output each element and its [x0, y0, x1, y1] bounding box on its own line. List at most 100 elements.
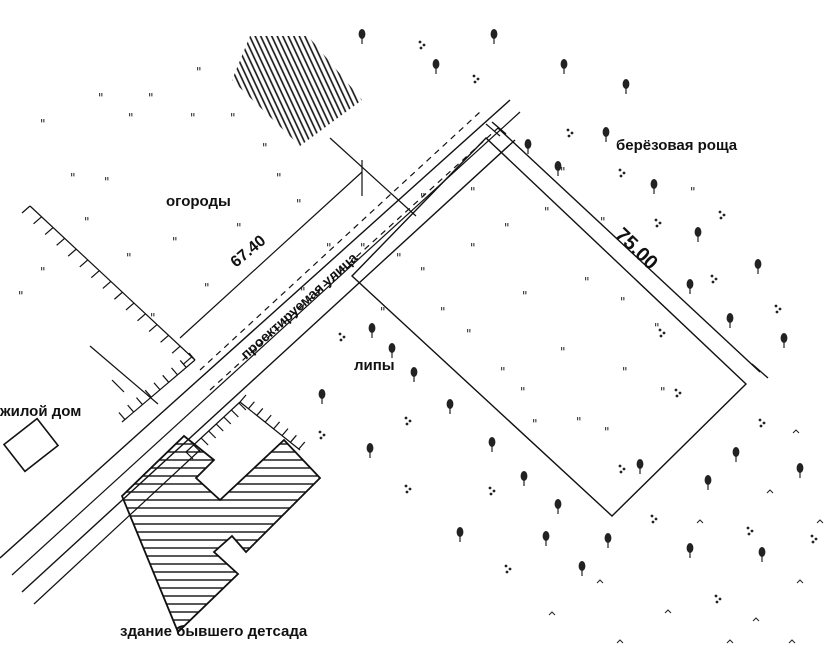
tree-icon: [796, 463, 804, 478]
grass-marks: """"""""""""""""""""""""""""""""""""""""…: [18, 65, 696, 439]
grass-mark: ": [584, 275, 590, 289]
grass-mark: ": [230, 111, 236, 125]
tree-icon: [490, 29, 498, 44]
grass-mark: ": [98, 91, 104, 105]
grass-mark: ": [522, 289, 528, 303]
fence-tick: [114, 291, 123, 300]
grass-mark: ": [600, 215, 606, 229]
tree-icon: [650, 179, 658, 194]
grass-mark: ": [190, 111, 196, 125]
meadow-mark: [752, 617, 760, 622]
tree-icon: [520, 471, 528, 486]
shrub-dot: [566, 128, 574, 138]
shrub-dot: [618, 464, 626, 474]
tree-icon: [488, 437, 496, 452]
fence-tick: [102, 281, 112, 289]
label-gardens: огороды: [166, 193, 231, 210]
grass-mark: ": [560, 345, 566, 359]
grass-mark: ": [500, 365, 506, 379]
grass-mark: ": [440, 305, 446, 319]
tree-icon: [604, 533, 612, 548]
shrub-dot: [404, 484, 412, 494]
fence-tick: [188, 352, 196, 361]
tree-icon: [622, 79, 630, 94]
tree-icon: [432, 59, 440, 74]
grass-mark: ": [654, 321, 660, 335]
shrub-dot: [710, 274, 718, 284]
fence-tick: [171, 345, 181, 354]
shrub-dot: [338, 332, 346, 342]
label-kindergarten: здание бывшего детсада: [120, 623, 308, 640]
plot-parcel: [350, 121, 769, 517]
meadow-marks: [548, 429, 824, 644]
grass-mark: ": [262, 141, 268, 155]
tree-icon: [368, 323, 376, 338]
shrub-dot: [758, 418, 766, 428]
grass-mark: ": [126, 251, 132, 265]
tree-icon: [388, 343, 396, 358]
grass-mark: ": [40, 117, 46, 131]
tree-icon: [542, 531, 550, 546]
grass-mark: ": [360, 241, 366, 255]
shrub-dot: [488, 486, 496, 496]
tree-icon: [726, 313, 734, 328]
meadow-mark: [616, 639, 624, 644]
meadow-mark: [792, 429, 800, 434]
grass-mark: ": [172, 235, 178, 249]
tree-icon: [602, 127, 610, 142]
shrub-dot: [674, 388, 682, 398]
tree-icon: [758, 547, 766, 562]
tree-icon: [578, 561, 586, 576]
shrub-dot: [318, 430, 326, 440]
tree-symbols: [318, 29, 804, 576]
grass-mark: ": [70, 171, 76, 185]
dimension-side-b: 75.00: [611, 224, 662, 275]
tree-icon: [560, 59, 568, 74]
fence-tick: [135, 397, 143, 406]
tree-icon: [704, 475, 712, 490]
fence-tick: [148, 324, 158, 333]
fence-tick: [223, 416, 232, 425]
shrub-dot: [654, 218, 662, 228]
tree-icon: [686, 543, 694, 558]
shrub-dot: [418, 40, 426, 50]
fence-tick: [208, 430, 217, 439]
meadow-mark: [766, 489, 774, 494]
grass-mark: ": [420, 265, 426, 279]
grass-mark: ": [236, 221, 242, 235]
fence-tick: [183, 356, 193, 365]
fence-tick: [171, 367, 178, 376]
grass-mark: ": [300, 285, 306, 299]
grass-mark: ": [296, 197, 302, 211]
grass-mark: ": [532, 417, 538, 431]
grass-mark: ": [620, 295, 626, 309]
meadow-mark: [788, 639, 796, 644]
fence-tick: [264, 414, 272, 423]
shrub-dot: [746, 526, 754, 536]
tree-icon: [636, 459, 644, 474]
fence-tick: [44, 227, 54, 236]
grass-mark: ": [204, 281, 210, 295]
meadow-mark: [796, 579, 804, 584]
tree-icon: [554, 499, 562, 514]
fence-tick: [247, 401, 255, 410]
tree-icon: [456, 527, 464, 542]
grass-mark: ": [660, 385, 666, 399]
shrub-dot: [658, 328, 666, 338]
meadow-mark: [726, 639, 734, 644]
grass-mark: ": [40, 265, 46, 279]
grass-mark: ": [276, 171, 282, 185]
fence-tick: [162, 374, 170, 383]
label-birch-grove: берёзовая роща: [616, 137, 738, 154]
fence-tick: [33, 216, 42, 225]
grass-mark: ": [466, 327, 472, 341]
fence-tick: [153, 382, 161, 391]
meadow-mark: [596, 579, 604, 584]
grass-mark: ": [520, 385, 526, 399]
meadow-mark: [696, 519, 704, 524]
gardens-boundary: [89, 123, 501, 405]
grass-mark: ": [380, 305, 386, 319]
grass-mark: ": [470, 241, 476, 255]
grass-mark: ": [104, 175, 110, 189]
